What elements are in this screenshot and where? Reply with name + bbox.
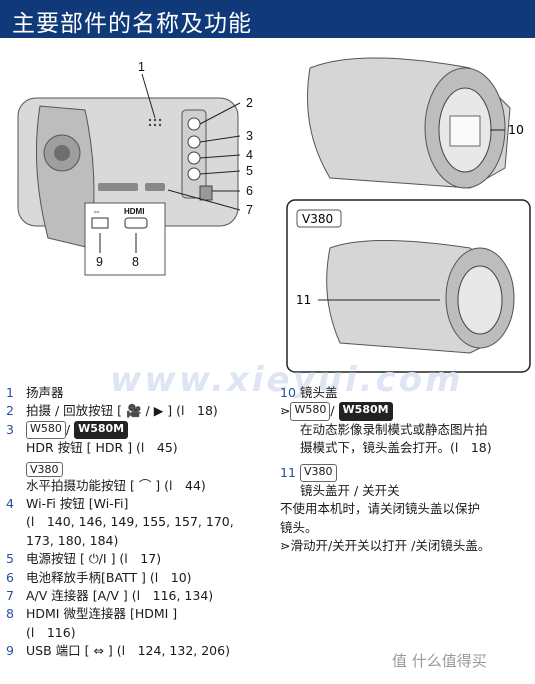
callout-6: 6 [246, 184, 253, 198]
list-item: (l 116) [26, 624, 76, 640]
badge-w580m: W580M [74, 420, 129, 440]
inset-model-badge: V380 [302, 212, 333, 226]
badge-w580: W580 [290, 402, 331, 421]
callout-1: 1 [138, 60, 145, 74]
badge-v380: V380 [300, 463, 337, 483]
camera-illustration: 1 2 3 4 5 6 7 9 8 ⇔ HDMI 10 V380 [17, 57, 531, 684]
list-item: 173, 180, 184) [26, 532, 119, 548]
callout-8: 8 [132, 255, 139, 269]
left-camera-drawing [17, 97, 239, 276]
camera-figures: 1 2 3 4 5 6 7 9 8 ⇔ HDMI 10 V380 [0, 38, 535, 684]
callout-5: 5 [246, 164, 253, 178]
badge-w580: W580 [26, 420, 66, 440]
list-item: 镜头盖开 / 关开关 [300, 483, 400, 499]
callout-7: 7 [246, 203, 253, 217]
list-item: (l 140, 146, 149, 155, 157, 170, [26, 514, 234, 530]
title-bar: 主要部件的名称及功能 [0, 0, 535, 38]
brand-watermark: 值 什么值得买 [392, 652, 487, 670]
callout-11: 11 [296, 293, 311, 307]
callout-4: 4 [246, 148, 253, 162]
list-item: 在动态影像录制模式或静态图片拍 [300, 421, 488, 437]
list-item: HDR 按钮 [ HDR ] (l 45) [26, 440, 178, 456]
watermark: www.xieyui.com [110, 360, 464, 400]
list-item: 水平拍摄功能按钮 [ ⌒ ] (l 44) [26, 477, 206, 493]
list-item: 摄模式下，镜头盖会打开。(l 18) [300, 440, 492, 456]
callout-9: 9 [96, 255, 103, 269]
hdmi-label: HDMI [124, 207, 144, 216]
inset-v380: V380 11 [286, 199, 531, 373]
usb-label: ⇔ [92, 206, 101, 216]
callout-2: 2 [246, 96, 253, 110]
list-item: V380 [6, 461, 234, 477]
page-title: 主要部件的名称及功能 [12, 11, 252, 37]
right-camera-drawing: 10 [307, 57, 524, 189]
callout-3: 3 [246, 129, 253, 143]
callout-10: 10 [508, 122, 524, 137]
list-item: 镜头。 [280, 519, 318, 535]
list-item: 不使用本机时，请关闭镜头盖以保护 [280, 501, 481, 517]
badge-w580m: W580M [338, 402, 393, 421]
badge-v380: V380 [26, 461, 63, 477]
list-item: ⋗滑动开/关开关以打开 /关闭镜头盖。 [280, 538, 491, 554]
list-item: ⋗W580/ W580M [280, 402, 492, 421]
